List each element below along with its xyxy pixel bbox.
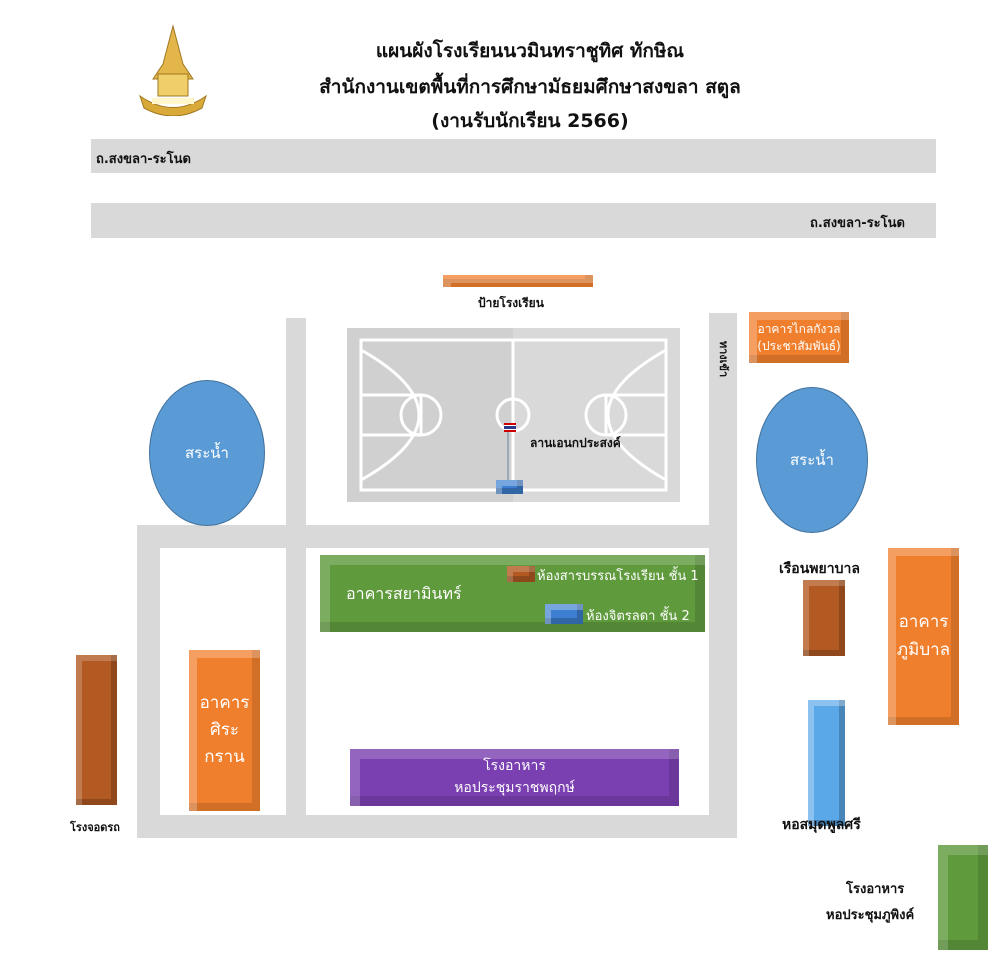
basketball-court bbox=[347, 328, 680, 502]
pond-left-label: สระน้ำ bbox=[185, 444, 229, 462]
building-phumibal: อาคาร ภูมิบาล bbox=[888, 548, 959, 725]
building-klaikangwon-label-1: อาคารไกลกังวล bbox=[757, 321, 841, 336]
road-far-left bbox=[137, 525, 160, 838]
building-sayamin-label: อาคารสยามินทร์ bbox=[346, 583, 462, 603]
building-canteen-phuphing bbox=[938, 845, 988, 950]
flag-icon bbox=[504, 423, 516, 432]
building-klaikangwon: อาคารไกลกังวล (ประชาสัมพันธ์) bbox=[749, 312, 849, 363]
school-sign-label: ป้ายโรงเรียน bbox=[478, 296, 544, 310]
sirakran-label-1: อาคาร bbox=[199, 692, 250, 713]
canteen2-label-2: หอประชุมภูพิงค์ bbox=[826, 908, 915, 923]
room-library-label: ห้องสารบรรณโรงเรียน ชั้น 1 bbox=[537, 569, 699, 584]
pond-left: สระน้ำ bbox=[149, 380, 265, 526]
entrance-label: ทางเข้า bbox=[717, 340, 731, 378]
building-canteen-ratchaphruek: โรงอาหาร หอประชุมราชพฤกษ์ bbox=[350, 749, 679, 806]
road-top bbox=[91, 139, 936, 173]
room-library-marker bbox=[507, 566, 535, 582]
title-line-3: (งานรับนักเรียน 2566) bbox=[431, 110, 629, 132]
road-top-label: ถ.สงขลา-ระโนด bbox=[96, 152, 191, 167]
building-library bbox=[808, 700, 845, 826]
canteen2-label-1: โรงอาหาร bbox=[846, 882, 905, 897]
building-sirakran: อาคาร ศิระ กราน bbox=[189, 650, 260, 811]
sirakran-label-2: ศิระ bbox=[209, 719, 240, 740]
pond-right: สระน้ำ bbox=[756, 387, 868, 533]
school-sign bbox=[443, 275, 593, 287]
road-entrance bbox=[709, 313, 737, 838]
phumibal-label-1: อาคาร bbox=[898, 612, 949, 633]
road-inner-left bbox=[286, 318, 306, 838]
title-line-1: แผนผังโรงเรียนนวมินทราชูทิศ ทักษิณ bbox=[375, 40, 685, 62]
canteen-label-1: โรงอาหาร bbox=[483, 757, 546, 774]
road-second-label: ถ.สงขลา-ระโนด bbox=[810, 216, 905, 231]
building-parking bbox=[76, 655, 117, 805]
title-line-2: สำนักงานเขตพื้นที่การศึกษามัธยมศึกษาสงขล… bbox=[319, 76, 741, 98]
school-logo bbox=[139, 24, 207, 116]
pond-right-label: สระน้ำ bbox=[790, 451, 834, 469]
flag-base bbox=[496, 480, 523, 494]
room-chitlada-marker bbox=[545, 604, 583, 624]
court-label: ลานเอนกประสงค์ bbox=[530, 436, 621, 450]
nurse-label: เรือนพยาบาล bbox=[779, 561, 860, 577]
building-klaikangwon-label-2: (ประชาสัมพันธ์) bbox=[757, 338, 841, 353]
flag-pole bbox=[507, 432, 509, 484]
parking-label: โรงจอดรถ bbox=[70, 821, 120, 834]
room-chitlada-label: ห้องจิตรลดา ชั้น 2 bbox=[586, 609, 690, 624]
road-second bbox=[91, 203, 936, 238]
sirakran-label-3: กราน bbox=[204, 747, 245, 768]
road-middle bbox=[137, 525, 737, 548]
phumibal-label-2: ภูมิบาล bbox=[896, 639, 951, 660]
building-nurse bbox=[803, 580, 845, 656]
library-label: หอสมุดพูลศรี bbox=[782, 817, 861, 833]
canteen-label-2: หอประชุมราชพฤกษ์ bbox=[454, 779, 575, 796]
road-bottom bbox=[137, 815, 737, 838]
